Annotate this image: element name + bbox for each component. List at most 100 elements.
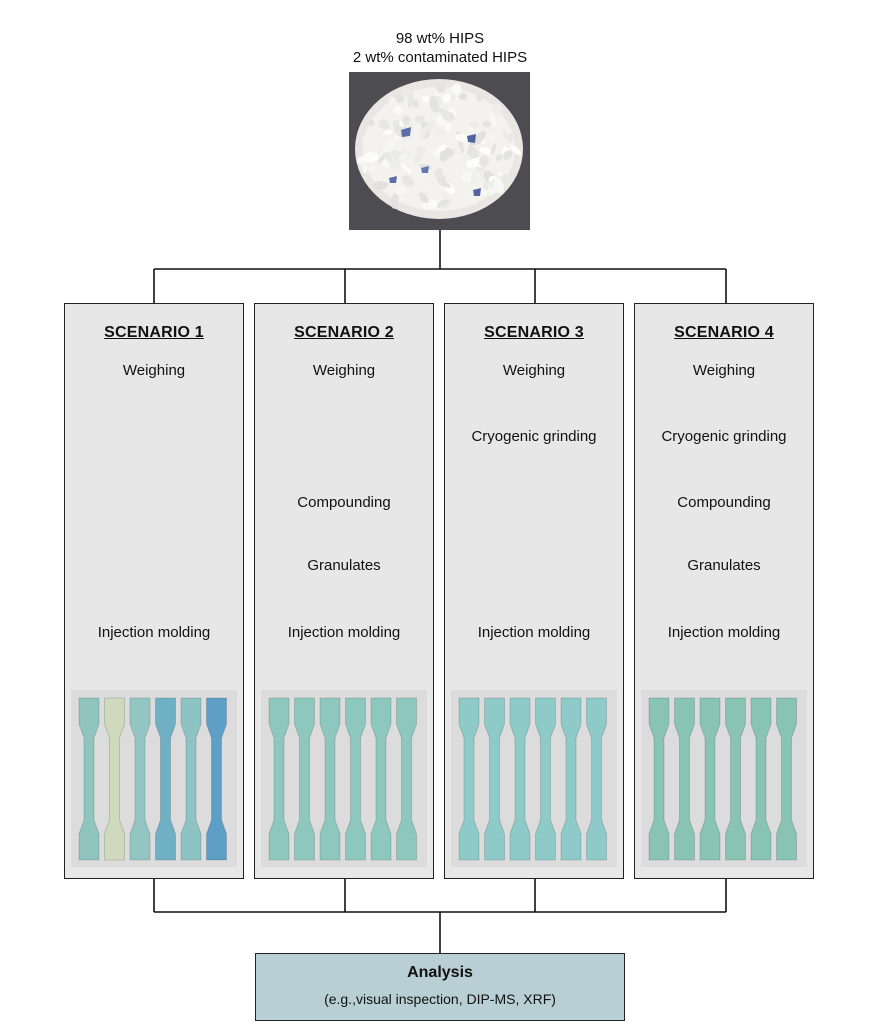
step-weighing: Weighing (692, 362, 756, 379)
step-injection-molding: Injection molding (667, 624, 781, 641)
scenario-title: SCENARIO 3 (484, 324, 584, 341)
pellet-flake (411, 168, 424, 181)
tensile-specimen (104, 697, 125, 861)
scenario-title: SCENARIO 4 (674, 324, 774, 341)
specimen-photo (71, 690, 237, 867)
pellet-flake (368, 119, 375, 126)
specimen-photo (641, 690, 807, 867)
pellet-flake (442, 93, 452, 103)
scenario-outputs (153, 879, 727, 912)
step-injection-molding: Injection molding (97, 624, 211, 641)
tensile-specimen (180, 697, 202, 861)
pellet-flake (436, 81, 446, 94)
tensile-specimen (129, 697, 151, 861)
pellet-flake (420, 130, 426, 142)
pellet-flake (495, 132, 502, 143)
step-cryogenic-grinding: Cryogenic grinding (471, 428, 597, 445)
pellet-flake (393, 105, 403, 114)
tensile-specimen (586, 697, 607, 861)
step-injection-molding: Injection molding (477, 624, 591, 641)
pellet-flake (510, 145, 522, 156)
pellet-flake (362, 151, 376, 163)
pellet-flake (451, 83, 462, 96)
contaminant-flake (467, 134, 476, 143)
pellet-flake (359, 162, 374, 167)
contaminant-flake (421, 166, 429, 173)
pellet-flake (508, 133, 515, 141)
pellet-flake (491, 103, 502, 114)
pellet-flake (469, 149, 480, 159)
pellet-flake (414, 115, 425, 124)
pellet-flake (488, 111, 497, 128)
pellet-flake (389, 157, 400, 170)
scenario-title: SCENARIO 1 (104, 324, 204, 341)
pellet-flake (437, 144, 447, 152)
pellet-flake (407, 91, 414, 109)
step-cryogenic-grinding: Cryogenic grinding (661, 428, 787, 445)
pellet-flake (468, 141, 475, 148)
scenario-title: SCENARIO 2 (294, 324, 394, 341)
step-weighing: Weighing (312, 362, 376, 379)
pellet-flake (493, 178, 505, 194)
pellet-flake (495, 154, 503, 162)
pellet-flake (401, 164, 412, 174)
pellet-flakes (357, 81, 522, 210)
pellet-flake (426, 183, 437, 190)
scenario-feeds (153, 269, 727, 303)
tensile-specimen (560, 697, 582, 861)
contaminant-flake (473, 188, 481, 196)
tensile-specimen (319, 697, 341, 861)
pellet-flake (458, 92, 468, 101)
step-granulates: Granulates (687, 557, 761, 574)
pellet-flake (421, 121, 436, 133)
tensile-specimen (648, 697, 670, 861)
feed-line-1: 98 wt% HIPS (395, 30, 485, 47)
pellet-flake (473, 130, 486, 146)
pellet-flake (412, 99, 420, 108)
step-compounding: Compounding (677, 494, 771, 511)
pellet-flake (429, 95, 440, 113)
pellet-flake (454, 133, 470, 143)
step-weighing: Weighing (502, 362, 566, 379)
tensile-specimen (725, 697, 746, 861)
step-granulates: Granulates (307, 557, 381, 574)
pellet-flake (393, 185, 407, 195)
tensile-specimen (268, 697, 290, 861)
pellet-photo (349, 72, 530, 230)
step-weighing: Weighing (122, 362, 186, 379)
tensile-specimen (396, 697, 417, 861)
pellet-flake (438, 108, 448, 115)
pellet-flake (490, 143, 497, 155)
pellet-flake (404, 150, 414, 160)
pellet-flake (413, 147, 425, 164)
tensile-specimen (776, 697, 797, 861)
analysis-methods: (e.g.,visual inspection, DIP-MS, XRF) (324, 991, 556, 1007)
scenario-2-panel: SCENARIO 2 Weighing Compounding Granulat… (254, 303, 434, 879)
tensile-specimen (370, 697, 392, 861)
pellet-flake (474, 166, 482, 172)
tensile-specimen (206, 697, 227, 861)
pellet-flake (378, 119, 390, 130)
step-injection-molding: Injection molding (287, 624, 401, 641)
tensile-specimen (750, 697, 772, 861)
pellet-flake (418, 192, 429, 204)
pellet-flake (362, 135, 369, 153)
pellet-flake (500, 174, 510, 184)
pellet-flake (476, 91, 484, 102)
pellet-flake (388, 96, 396, 105)
pellet-flake (391, 193, 399, 209)
pellet-flake (434, 167, 444, 180)
pellet-flake (482, 120, 492, 128)
tensile-specimen (294, 697, 315, 861)
contaminant-flake (401, 127, 411, 137)
pellet-flake (434, 129, 446, 136)
feed-line-2: 2 wt% contaminated HIPS (352, 49, 528, 66)
tensile-specimen (509, 697, 531, 861)
pellet-flake (423, 128, 431, 140)
step-compounding: Compounding (297, 494, 391, 511)
pellet-flake (421, 95, 431, 103)
pellet-flake (377, 151, 388, 163)
tensile-specimen (699, 697, 721, 861)
specimen-photo (451, 690, 617, 867)
pellet-flake (442, 191, 453, 202)
